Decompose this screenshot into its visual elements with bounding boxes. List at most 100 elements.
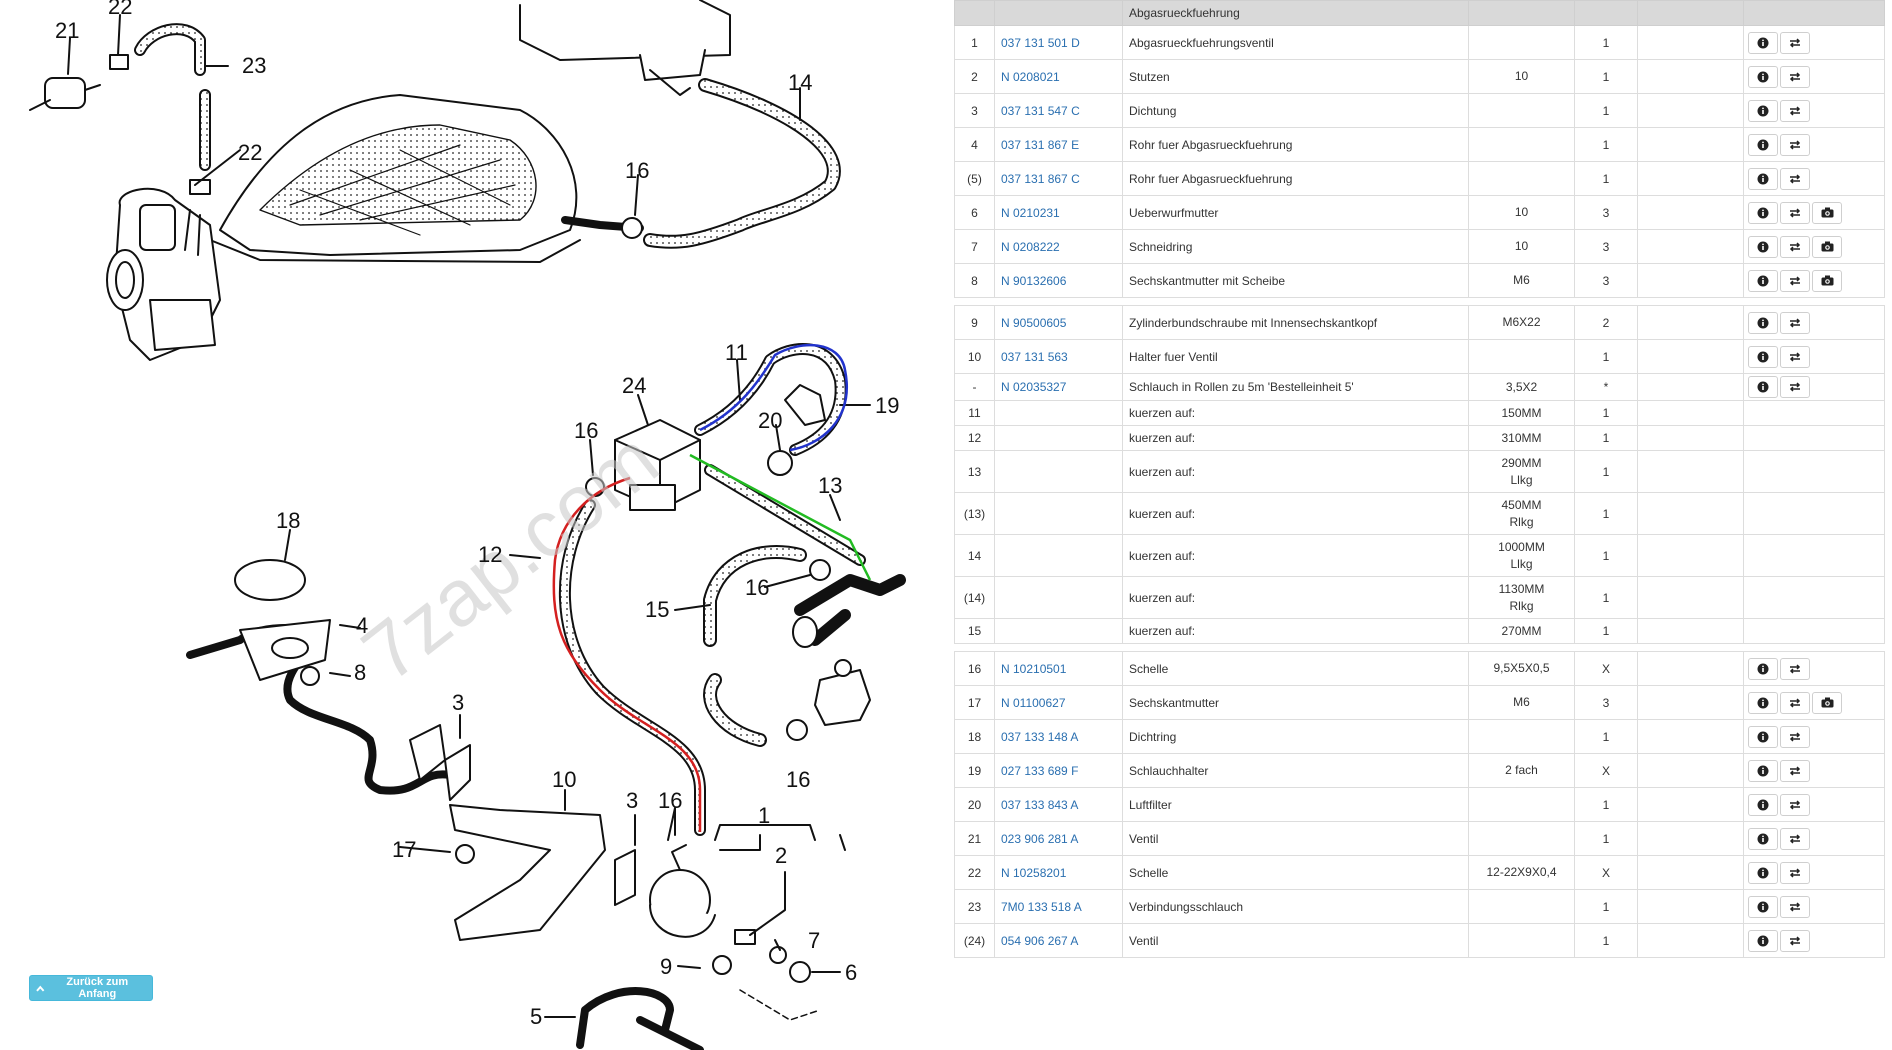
info-button[interactable] [1748, 201, 1778, 224]
exchange-button[interactable] [1780, 861, 1810, 884]
part-number-link[interactable]: N 0210231 [1001, 205, 1060, 220]
info-button[interactable] [1748, 895, 1778, 918]
spacer-cell [954, 643, 1885, 652]
exchange-button[interactable] [1780, 269, 1810, 292]
empty-cell [1637, 305, 1744, 340]
exchange-button[interactable] [1780, 65, 1810, 88]
part-number-link[interactable]: 023 906 281 A [1001, 831, 1079, 846]
part-number-link[interactable]: N 01100627 [1001, 695, 1066, 710]
actions-cell [1743, 263, 1885, 298]
exchange-button[interactable] [1780, 31, 1810, 54]
part-number-cell: N 10210501 [994, 651, 1123, 686]
exchange-button[interactable] [1780, 759, 1810, 782]
info-button[interactable] [1748, 99, 1778, 122]
camera-button[interactable] [1812, 269, 1842, 292]
info-button[interactable] [1748, 311, 1778, 334]
camera-button[interactable] [1812, 235, 1842, 258]
part-number-cell: N 90500605 [994, 305, 1123, 340]
exchange-button[interactable] [1780, 691, 1810, 714]
part-number-link[interactable]: 7M0 133 518 A [1001, 899, 1082, 914]
info-button[interactable] [1748, 725, 1778, 748]
part-number-link[interactable]: N 02035327 [1001, 380, 1067, 394]
position-cell: 9 [954, 305, 995, 340]
info-button[interactable] [1748, 657, 1778, 680]
part-number-link[interactable]: N 0208021 [1001, 69, 1060, 84]
description-cell: Ventil [1122, 821, 1469, 856]
camera-button[interactable] [1812, 691, 1842, 714]
info-button[interactable] [1748, 31, 1778, 54]
actions-cell [1743, 450, 1885, 493]
part-number-link[interactable]: 037 133 843 A [1001, 797, 1079, 812]
exchange-button[interactable] [1780, 827, 1810, 850]
part-number-link[interactable]: 037 131 867 E [1001, 137, 1080, 152]
description-cell: Ueberwurfmutter [1122, 195, 1469, 230]
info-button[interactable] [1748, 759, 1778, 782]
exchange-button[interactable] [1780, 201, 1810, 224]
info-button[interactable] [1748, 376, 1778, 398]
info-button[interactable] [1748, 235, 1778, 258]
empty-cell [1637, 339, 1744, 374]
part-number-link[interactable]: 054 906 267 A [1001, 933, 1079, 948]
part-number-link[interactable]: 037 131 547 C [1001, 103, 1080, 118]
actions-cell [1743, 753, 1885, 788]
info-button[interactable] [1748, 929, 1778, 952]
exchange-button[interactable] [1780, 929, 1810, 952]
exchange-button[interactable] [1780, 133, 1810, 156]
quantity-cell: 1 [1574, 618, 1638, 644]
camera-button[interactable] [1812, 201, 1842, 224]
info-icon [1757, 37, 1769, 48]
empty-cell [1637, 93, 1744, 128]
part-number-link[interactable]: 037 131 563 [1001, 349, 1068, 364]
part-number-link[interactable]: 037 133 148 A [1001, 729, 1079, 744]
part-number-link[interactable]: 037 131 867 C [1001, 171, 1080, 186]
exchange-button[interactable] [1780, 99, 1810, 122]
part-number-link[interactable]: N 10210501 [1001, 661, 1067, 676]
info-button[interactable] [1748, 133, 1778, 156]
spec-cell: M6 [1468, 685, 1575, 720]
position-cell: 3 [954, 93, 995, 128]
part-number-link[interactable]: N 90500605 [1001, 315, 1067, 330]
exchange-button[interactable] [1780, 657, 1810, 680]
callout-label: 2 [775, 843, 787, 868]
description-cell: kuerzen auf: [1122, 618, 1469, 644]
part-number-link[interactable]: N 10258201 [1001, 865, 1067, 880]
exchange-button[interactable] [1780, 311, 1810, 334]
exchange-button[interactable] [1780, 345, 1810, 368]
position-cell: 17 [954, 685, 995, 720]
part-number-link[interactable]: N 90132606 [1001, 273, 1067, 288]
info-button[interactable] [1748, 345, 1778, 368]
info-button[interactable] [1748, 861, 1778, 884]
part-number-link[interactable]: 037 131 501 D [1001, 35, 1080, 50]
info-button[interactable] [1748, 269, 1778, 292]
info-icon [1757, 241, 1769, 252]
back-to-top-button[interactable]: Zurück zum Anfang [29, 975, 153, 1001]
info-icon [1757, 275, 1769, 286]
info-button[interactable] [1748, 793, 1778, 816]
info-button[interactable] [1748, 827, 1778, 850]
exchange-button[interactable] [1780, 167, 1810, 190]
empty-cell [1637, 719, 1744, 754]
exchange-button[interactable] [1780, 895, 1810, 918]
exchange-button[interactable] [1780, 235, 1810, 258]
part-number-link[interactable]: 027 133 689 F [1001, 763, 1079, 778]
exchange-button[interactable] [1780, 793, 1810, 816]
position-cell: 19 [954, 753, 995, 788]
exchange-button[interactable] [1780, 725, 1810, 748]
actions-cell [1743, 400, 1885, 426]
callout-label: 12 [478, 542, 502, 567]
part-number-link[interactable]: N 0208222 [1001, 239, 1060, 254]
exchange-button[interactable] [1780, 376, 1810, 398]
callout-label: 4 [356, 613, 368, 638]
info-button[interactable] [1748, 65, 1778, 88]
position-cell: 11 [954, 400, 995, 426]
callout-label: 10 [552, 767, 576, 792]
info-button[interactable] [1748, 167, 1778, 190]
info-button[interactable] [1748, 691, 1778, 714]
